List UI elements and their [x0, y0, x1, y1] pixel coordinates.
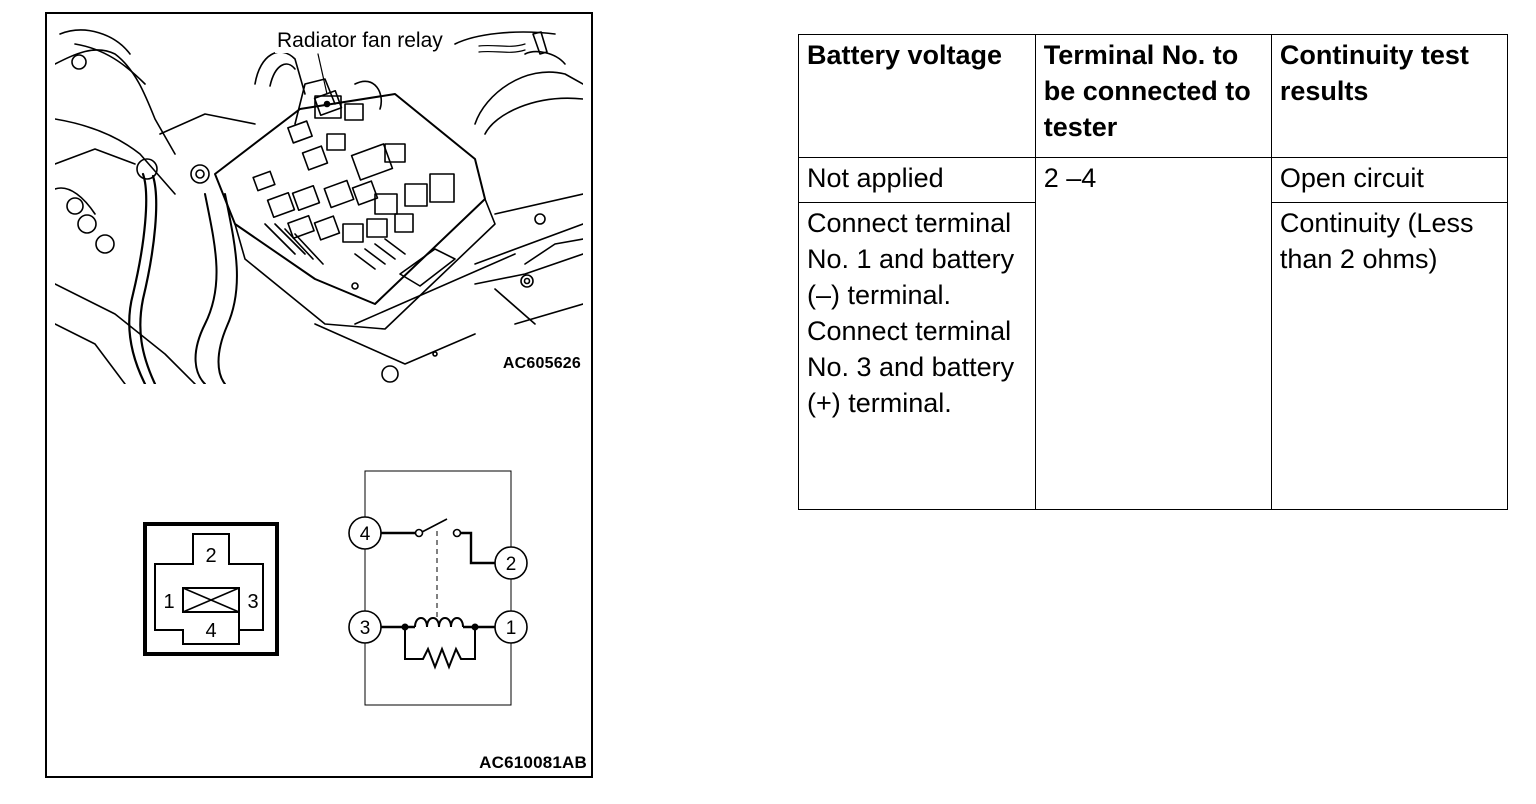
schematic-terminal-1: 1: [506, 618, 517, 639]
schematic-terminal-3: 3: [360, 618, 371, 639]
cell-battery-voltage: Not applied: [798, 157, 1036, 203]
relay-circuit-schematic: 4 2 3 1: [348, 470, 528, 706]
header-terminal-no: Terminal No. to be connected to tester: [1034, 34, 1272, 158]
connector-terminal-4: 4: [205, 620, 216, 642]
table-header-row: Battery voltage Terminal No. to be conne…: [798, 34, 1509, 158]
figure-code-bottom: AC610081AB: [479, 753, 587, 772]
connector-terminal-1: 1: [163, 591, 174, 613]
schematic-terminal-2: 2: [506, 554, 517, 575]
schematic-terminal-4: 4: [360, 524, 371, 545]
header-continuity-results: Continuity test results: [1270, 34, 1509, 158]
relay-connector-diagram: 2 1 3 4: [143, 522, 279, 656]
connector-terminal-2: 2: [205, 545, 216, 567]
engine-compartment-illustration: [55, 29, 583, 384]
cell-result: Open circuit: [1270, 157, 1509, 203]
cell-result: Continuity (Less than 2 ohms): [1270, 202, 1509, 510]
table-row: Connect terminal No. 1 and battery (–) t…: [798, 202, 1509, 510]
figure-panel: Radiator fan relay AC605626 2 1 3 4 4: [45, 12, 593, 778]
header-battery-voltage: Battery voltage: [798, 34, 1036, 158]
continuity-test-table: Battery voltage Terminal No. to be conne…: [798, 34, 1509, 510]
figure-code-top: AC605626: [502, 355, 581, 372]
cell-terminal: 2 –4: [1034, 157, 1272, 510]
cell-battery-voltage: Connect terminal No. 1 and battery (–) t…: [798, 202, 1036, 510]
connector-terminal-3: 3: [247, 591, 258, 613]
radiator-fan-relay-callout: Radiator fan relay: [275, 29, 445, 53]
table-row: Not applied 2 –4 Open circuit: [798, 157, 1509, 510]
